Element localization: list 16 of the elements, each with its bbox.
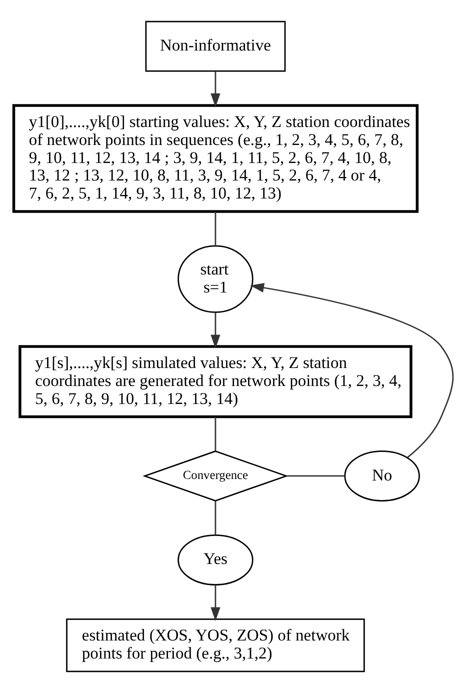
- node-box: Non-informative: [145, 20, 286, 72]
- connector: [214, 500, 216, 535]
- arrow: [210, 584, 220, 622]
- node-box: estimated (XOS, YOS, ZOS) of network points for period (e.g., 3,1,2): [66, 618, 365, 672]
- connector: [214, 212, 216, 246]
- node-ellipse: No: [344, 450, 420, 502]
- arrow: [210, 71, 220, 108]
- node-box: y1[0],....,yk[0] starting values: X, Y, Z station coordinates of network points in sequences (e.g., 1, 2, 3, 4, 5, 6, 7, 8, 9, 10, 11, 12, 13, 14 ; 3, 9, 14, 1, 11, 5, 2, 6, 7, 4, 10, 8, 13, 12 ; 13, 12, 10, 8, 11, 3, 9, 14, 1, 5, 2, 6, 7, 4 or 4, 7, 6, 2, 5, 1, 14, 9, 3, 11, 8, 10, 12, 13): [12, 104, 419, 213]
- node-ellipse: Yes: [178, 534, 254, 586]
- arrow: [250, 282, 454, 458]
- node-box: y1[s],....,yk[s] simulated values: X, Y, Z station coordinates are generated for network points (1, 2, 3, 4, 5, 6, 7, 8, 9, 10, 11, 12, 13, 14): [18, 345, 412, 418]
- connector: [286, 475, 345, 477]
- node-ellipse: start s=1: [178, 245, 254, 313]
- node-diamond: Convergence: [142, 450, 288, 502]
- arrow: [210, 312, 220, 349]
- connector: [214, 417, 216, 451]
